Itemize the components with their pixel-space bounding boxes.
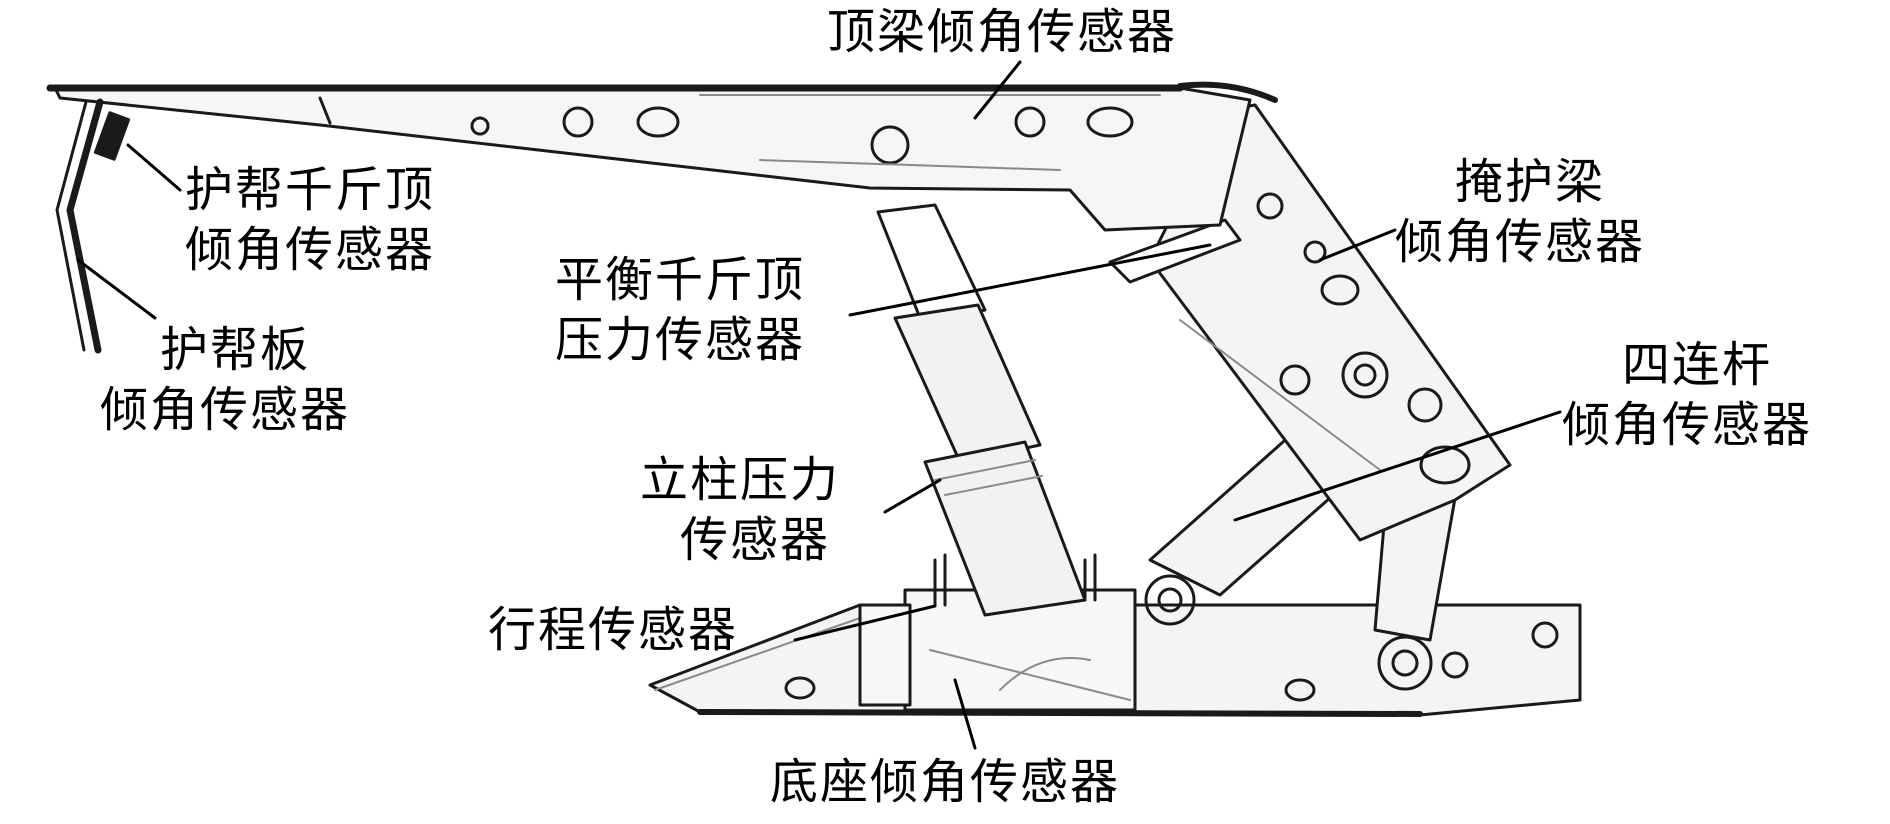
label-shield-beam-line2: 倾角传感器: [1395, 214, 1646, 270]
leg: [876, 203, 1087, 617]
leader-stroke: [793, 604, 937, 642]
leader-balance-jack: [848, 243, 1212, 317]
leader-shield-beam: [1318, 228, 1397, 262]
label-four-bar-line1: 四连杆: [1622, 337, 1773, 393]
label-stroke-sensor: 行程传感器: [488, 600, 738, 660]
label-sideguard-plate-tilt: 护帮板 倾角传感器: [100, 320, 350, 440]
label-leg-pressure-line1: 立柱压力: [640, 452, 841, 508]
label-balance-jack-line2: 压力传感器: [555, 312, 806, 368]
leader-sideguard-jack: [126, 143, 182, 192]
label-sideguard-plate-line1: 护帮板: [160, 322, 311, 378]
leader-canopy-tilt: [973, 60, 1022, 120]
label-leg-pressure-line2: 传感器: [680, 512, 831, 568]
label-leg-pressure: 立柱压力 传感器: [640, 450, 840, 570]
side-guard-plate: [55, 98, 131, 354]
leader-four-bar: [1233, 410, 1562, 522]
label-sideguard-plate-line2: 倾角传感器: [100, 382, 351, 438]
label-base-tilt: 底座倾角传感器: [770, 752, 1120, 812]
label-sideguard-jack-tilt: 护帮千斤顶 倾角传感器: [185, 160, 435, 280]
label-sideguard-jack-line2: 倾角传感器: [185, 222, 436, 278]
canopy: [46, 81, 1278, 232]
label-shield-beam-line1: 掩护梁: [1455, 154, 1606, 210]
leader-base: [953, 678, 977, 750]
label-canopy-tilt: 顶梁倾角传感器: [827, 2, 1177, 62]
label-four-bar-line2: 倾角传感器: [1562, 397, 1813, 453]
label-stroke-sensor-text: 行程传感器: [488, 602, 739, 658]
label-shield-beam-tilt: 掩护梁 倾角传感器: [1395, 152, 1645, 272]
label-sideguard-jack-line1: 护帮千斤顶: [185, 162, 436, 218]
label-four-bar-tilt: 四连杆 倾角传感器: [1562, 335, 1812, 455]
leader-sideguard-plate: [76, 258, 157, 320]
base: [648, 553, 1582, 717]
label-balance-jack-pressure: 平衡千斤顶 压力传感器: [555, 250, 805, 370]
label-balance-jack-line1: 平衡千斤顶: [555, 252, 806, 308]
label-base-tilt-text: 底座倾角传感器: [770, 754, 1121, 810]
label-canopy-tilt-text: 顶梁倾角传感器: [827, 4, 1178, 60]
leader-leg-pressure: [883, 478, 942, 514]
